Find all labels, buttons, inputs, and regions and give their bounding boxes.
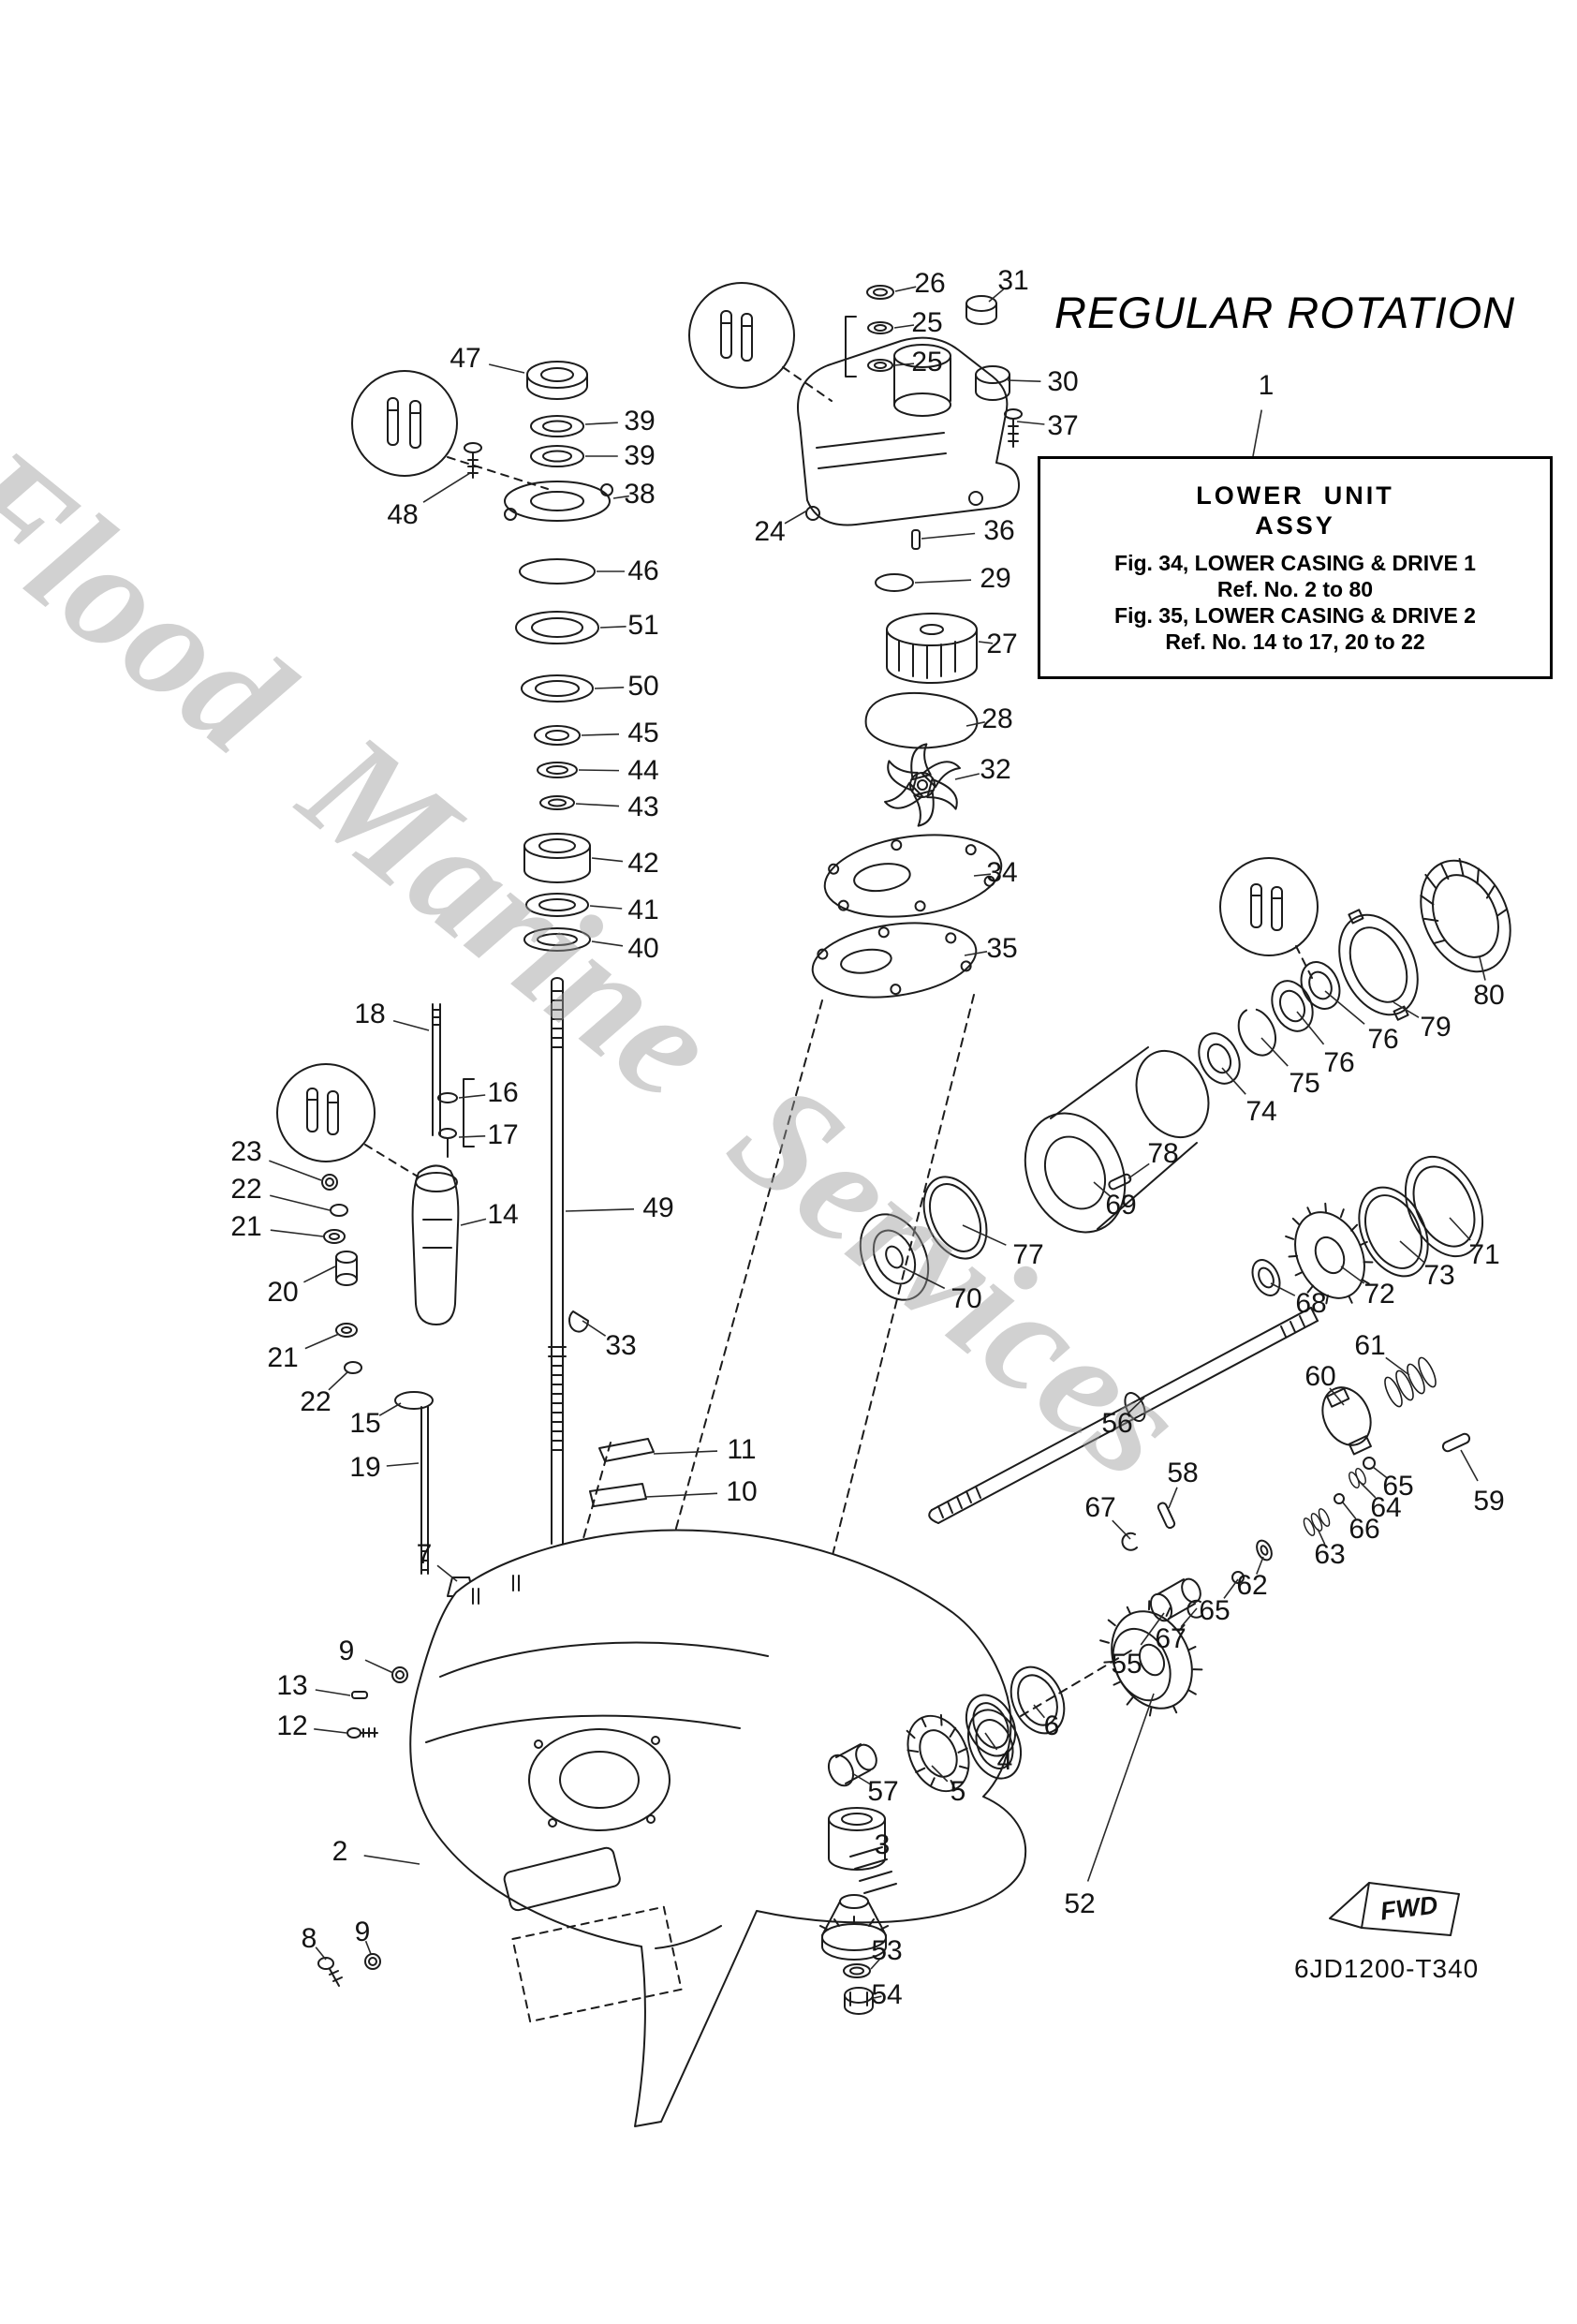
gasket-28: [864, 691, 979, 749]
water-pump-housing: [797, 336, 1020, 526]
info-line-fig35: Fig. 35, LOWER CASING & DRIVE 2: [1114, 602, 1476, 628]
detail-inset-a: [351, 370, 549, 490]
diagram-title: REGULAR ROTATION: [1054, 288, 1516, 337]
prop-shaft: [928, 1307, 1319, 1524]
shift-rod-cluster: [321, 1003, 475, 1575]
insert-cup-27: [886, 613, 978, 684]
woodruff-key: [568, 1310, 589, 1333]
impeller: [882, 739, 963, 831]
info-line-ref35: Ref. No. 14 to 17, 20 to 22: [1165, 629, 1425, 654]
casing-bolts-bottom: [317, 1953, 381, 1987]
gear-housing: [409, 1529, 1027, 2127]
info-line-ref34: Ref. No. 2 to 80: [1216, 576, 1374, 601]
drive-shaft: [548, 977, 567, 1545]
assembly-info-box: LOWER UNIT ASSY Fig. 34, LOWER CASING & …: [1038, 456, 1553, 679]
pump-seal-stack: [845, 285, 1023, 448]
info-line-fig34: Fig. 34, LOWER CASING & DRIVE 1: [1114, 550, 1476, 575]
dowel-pin-36: [911, 529, 921, 550]
gasket-plate-35: [811, 922, 978, 999]
casing-fasteners-left: [346, 1666, 408, 1739]
driveshaft-stack: [504, 361, 613, 952]
clutch-detent-parts: [1121, 1356, 1471, 1622]
detail-inset-b: [688, 282, 833, 402]
detail-inset-d: [1219, 857, 1319, 981]
anode-plates: [589, 1438, 655, 1507]
fwd-arrow-shape: [1329, 1882, 1460, 1936]
o-ring-29: [875, 573, 914, 592]
info-line-assy: ASSY: [1255, 511, 1335, 540]
detail-inset-c: [276, 1063, 419, 1177]
pinion-parts: [819, 1807, 889, 2015]
drawing-code: 6JD1200-T340: [1294, 1954, 1480, 1983]
bearing-carrier-cluster: [859, 857, 1511, 1305]
bolt-48: [464, 442, 482, 479]
gasket-plate-34: [823, 834, 1003, 918]
info-line-lower-unit: LOWER UNIT: [1196, 481, 1394, 510]
